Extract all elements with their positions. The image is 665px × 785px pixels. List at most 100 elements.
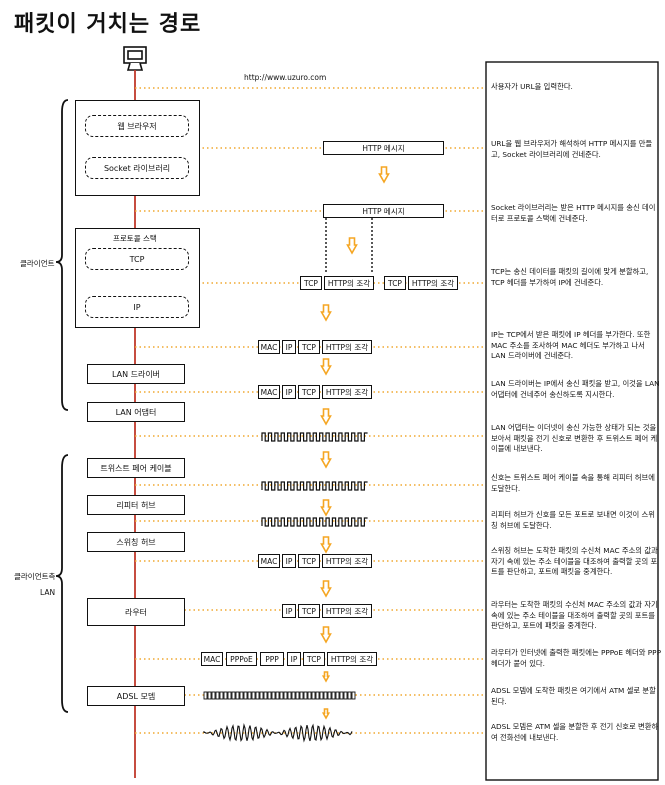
- atm-cell: [303, 691, 308, 700]
- note-step-1: 사용자가 URL을 입력한다.: [491, 82, 573, 91]
- web-browser-box: 웹 브라우저: [85, 115, 189, 137]
- atm-cell: [331, 691, 336, 700]
- client-label: 클라이언트: [20, 259, 55, 268]
- lan-adapter-box: LAN 어댑터: [87, 402, 185, 422]
- down-arrow-icon: [321, 671, 331, 683]
- atm-cell: [351, 691, 356, 700]
- note-step-3: Socket 라이브러리는 받은 HTTP 메시지를 송신 데이터로 프로토콜 …: [491, 203, 656, 223]
- http-piece: HTTP의 조각: [322, 340, 372, 354]
- note-step-7: LAN 어댑터는 이더넷이 송신 가능한 상태가 되는 것을 보아서 패킷을 전…: [491, 423, 658, 453]
- atm-cell: [215, 691, 220, 700]
- pppoe-header: PPPoE: [226, 652, 257, 666]
- atm-cell: [263, 691, 268, 700]
- down-arrow-icon: [320, 304, 332, 322]
- http-piece: HTTP의 조각: [322, 385, 372, 399]
- atm-cell: [207, 691, 212, 700]
- down-arrow-icon: [320, 408, 332, 426]
- ip-box: IP: [85, 296, 189, 318]
- note-step-12: 라우터가 인터넷에 출력한 패킷에는 PPPoE 헤더와 PPP 헤더가 붙어 …: [491, 648, 661, 668]
- electric-signal-wave: [261, 517, 368, 527]
- tcp-header: TCP: [298, 604, 320, 618]
- atm-cell: [279, 691, 284, 700]
- computer-icon: [123, 46, 147, 71]
- protocol-stack-label: 프로토콜 스택: [113, 234, 157, 243]
- switching-hub-box: 스위칭 허브: [87, 532, 185, 552]
- ip-header: IP: [282, 604, 296, 618]
- note-step-13: ADSL 모뎀에 도착한 패킷은 여기에서 ATM 셀로 분할된다.: [491, 686, 656, 706]
- ppp-header: PPP: [260, 652, 284, 666]
- atm-cell: [227, 691, 232, 700]
- down-arrow-icon: [320, 580, 332, 598]
- atm-cell: [267, 691, 272, 700]
- note-step-5: IP는 TCP에서 받은 패킷에 IP 헤더를 부가한다. 또한 MAC 주소를…: [491, 330, 651, 360]
- note-step-10: 스위칭 허브는 도착한 패킷의 수신처 MAC 주소의 값과 자기 속에 있는 …: [491, 546, 658, 576]
- down-arrow-icon: [320, 626, 332, 644]
- client-lan-bracket: [55, 454, 69, 713]
- down-arrow-icon: [320, 499, 332, 517]
- http-piece: HTTP의 조각: [322, 604, 372, 618]
- atm-cell: [271, 691, 276, 700]
- atm-cell: [291, 691, 296, 700]
- down-arrow-icon: [320, 358, 332, 376]
- electric-signal-wave: [261, 481, 368, 491]
- atm-cell: [307, 691, 312, 700]
- atm-cell: [275, 691, 280, 700]
- tcp-header: TCP: [303, 652, 325, 666]
- down-arrow-icon: [320, 451, 332, 469]
- http-message-packet: HTTP 메시지: [323, 204, 444, 218]
- note-step-11: 라우터는 도착한 패킷의 수신처 MAC 주소의 값과 자기 속에 있는 주소 …: [491, 600, 658, 630]
- atm-cell: [323, 691, 328, 700]
- mac-header: MAC: [201, 652, 223, 666]
- http-piece: HTTP의 조각: [322, 554, 372, 568]
- http-piece: HTTP의 조각: [408, 276, 458, 290]
- atm-cell: [259, 691, 264, 700]
- tcp-header: TCP: [384, 276, 406, 290]
- atm-cell: [347, 691, 352, 700]
- note-step-9: 리피터 허브가 신호를 모든 포트로 보내면 이것이 스위칭 허브에 도달한다.: [491, 510, 655, 530]
- down-arrow-icon: [378, 166, 390, 184]
- lan-label: LAN: [40, 588, 56, 597]
- atm-cell: [247, 691, 252, 700]
- http-message-packet: HTTP 메시지: [323, 141, 444, 155]
- atm-cell: [239, 691, 244, 700]
- repeater-hub-box: 리피터 허브: [87, 495, 185, 515]
- lan-driver-box: LAN 드라이버: [87, 364, 185, 384]
- url-text: http://www.uzuro.com: [244, 73, 327, 82]
- atm-cell: [287, 691, 292, 700]
- notes-column-border: [485, 61, 659, 781]
- adsl-modem-box: ADSL 모뎀: [87, 686, 185, 706]
- tcp-header: TCP: [298, 340, 320, 354]
- down-arrow-icon: [346, 237, 358, 255]
- note-step-14: ADSL 모뎀은 ATM 셀을 분할한 후 전기 신호로 변환하여 전화선에 내…: [491, 722, 659, 742]
- atm-cell: [319, 691, 324, 700]
- client-side-label: 클라이언트측: [14, 572, 56, 581]
- analog-signal-wave: [203, 723, 353, 743]
- twisted-pair-box: 트위스트 페어 케이블: [87, 458, 185, 478]
- tcp-header: TCP: [298, 554, 320, 568]
- atm-cell: [311, 691, 316, 700]
- atm-cell: [343, 691, 348, 700]
- atm-cell: [243, 691, 248, 700]
- atm-cell: [339, 691, 344, 700]
- atm-cell: [299, 691, 304, 700]
- atm-cell: [315, 691, 320, 700]
- down-arrow-icon: [320, 536, 332, 554]
- mac-header: MAC: [258, 340, 280, 354]
- client-bracket: [55, 99, 69, 411]
- atm-cell: [219, 691, 224, 700]
- note-step-6: LAN 드라이버는 IP에서 송신 패킷을 받고, 이것을 LAN 어댑터에 건…: [491, 379, 660, 399]
- http-piece: HTTP의 조각: [327, 652, 377, 666]
- note-step-2: URL을 웹 브라우저가 해석하여 HTTP 메시지를 만들고, Socket …: [491, 139, 653, 159]
- atm-cell: [255, 691, 260, 700]
- atm-cell: [283, 691, 288, 700]
- note-step-4: TCP는 송신 데이터를 패킷의 길이에 맞게 분할하고, TCP 헤더를 부가…: [491, 267, 649, 287]
- page-title: 패킷이 거치는 경로: [14, 12, 202, 37]
- atm-cell: [251, 691, 256, 700]
- note-step-8: 신호는 트위스트 페어 케이블 속을 통해 리피터 허브에 도달한다.: [491, 473, 655, 493]
- ip-header: IP: [282, 554, 296, 568]
- http-piece: HTTP의 조각: [324, 276, 374, 290]
- atm-cell: [295, 691, 300, 700]
- atm-cell: [203, 691, 208, 700]
- atm-cell: [211, 691, 216, 700]
- tcp-header: TCP: [298, 385, 320, 399]
